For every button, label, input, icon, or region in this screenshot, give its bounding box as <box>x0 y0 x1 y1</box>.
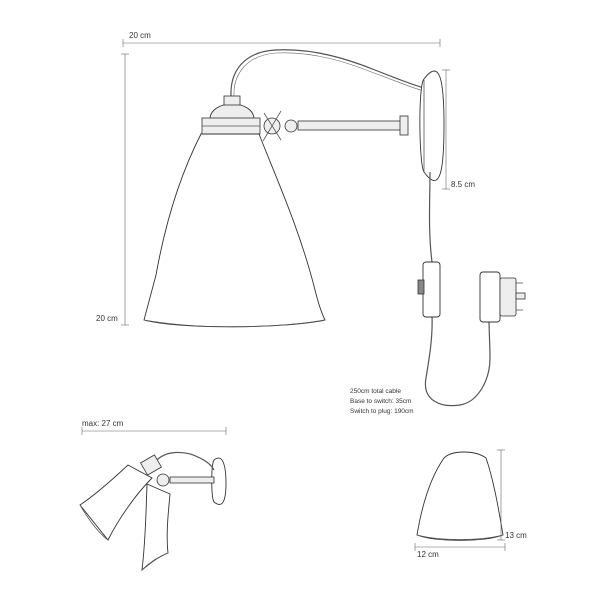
shade-detail-outline <box>416 451 504 541</box>
shade-detail: 12 cm 13 cm <box>414 449 527 559</box>
max-extension-label: max: 27 cm <box>82 419 124 428</box>
right-projection-dimension: 8.5 cm <box>442 69 475 190</box>
power-cable <box>417 171 526 407</box>
small-lamp-angles <box>79 451 227 572</box>
bulb-holder <box>209 103 255 120</box>
left-height-dimension: 20 cm <box>96 53 129 326</box>
wall-arm <box>297 120 407 131</box>
cable-note-total: 250cm total cable <box>350 388 401 395</box>
shade-height-label: 13 cm <box>505 531 527 540</box>
shade-width-label: 12 cm <box>417 550 439 559</box>
gooseneck-cable <box>230 49 425 97</box>
wall-plate <box>419 70 445 181</box>
inline-switch <box>422 261 441 318</box>
top-width-dimension: 20 cm <box>122 31 441 47</box>
cable-note-switch-plug: Switch to plug: 190cm <box>350 408 414 415</box>
small-shade-down <box>141 483 171 572</box>
switch-rocker <box>417 279 425 295</box>
lamp-shade <box>143 133 326 328</box>
cable-note-base-switch: Base to switch: 35cm <box>350 398 411 405</box>
small-shade-left <box>79 464 153 541</box>
right-projection-label: 8.5 cm <box>451 180 475 189</box>
max-extension-dimension: max: 27 cm <box>81 419 227 435</box>
uk-plug <box>479 271 501 323</box>
top-width-label: 20 cm <box>129 31 151 40</box>
cable-notes: 250cm total cable Base to switch: 35cm S… <box>350 388 414 415</box>
main-lamp <box>143 49 445 328</box>
arm-screw <box>284 119 298 133</box>
left-height-label: 20 cm <box>96 314 118 323</box>
